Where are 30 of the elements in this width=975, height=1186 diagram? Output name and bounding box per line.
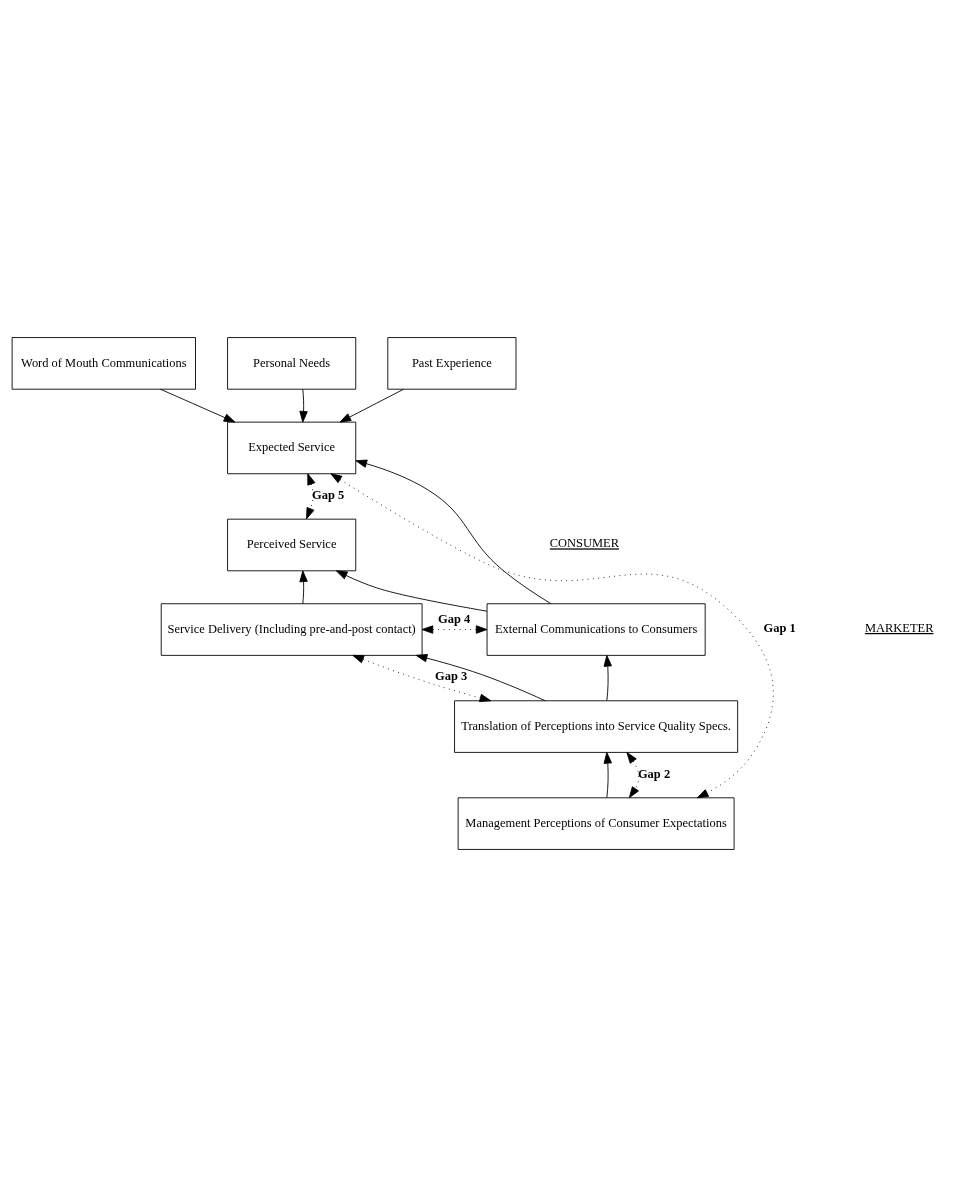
- label: MARKETER: [864, 620, 934, 635]
- arrow: [603, 654, 612, 701]
- arrow: [355, 459, 552, 604]
- arrow: [339, 388, 404, 423]
- arrow: [335, 569, 488, 612]
- edge-label: Gap 4: [438, 611, 471, 626]
- node-box: Personal Needs: [227, 336, 357, 390]
- arrow: [626, 751, 640, 798]
- node-box: Perceived Service: [227, 518, 357, 571]
- node-box: Service Delivery (Including pre-and-post contact): [160, 602, 423, 656]
- edge-label: Gap 5: [312, 487, 345, 502]
- arrow: [159, 388, 236, 422]
- arrow: [421, 624, 488, 634]
- edge-label: Gap 2: [637, 766, 671, 781]
- node-box: External Communications to Consumers: [486, 602, 706, 656]
- arrow: [299, 570, 308, 604]
- label: CONSUMER: [549, 535, 620, 550]
- edge-label: Gap 1: [763, 620, 796, 635]
- arrow: [415, 653, 546, 701]
- arrow: [330, 472, 774, 798]
- node-box: Past Experience: [387, 336, 517, 390]
- node-box: Management Perceptions of Consumer Expectations: [457, 796, 735, 850]
- edge-label: Gap 3: [434, 668, 468, 683]
- arrow: [352, 654, 492, 702]
- node-box: Translation of Perceptions into Service Quality Specs.: [454, 699, 739, 753]
- node-box: Word of Mouth Communications: [11, 336, 196, 390]
- arrow: [299, 388, 308, 423]
- node-box: Expected Service: [227, 421, 357, 474]
- arrow: [306, 472, 316, 519]
- arrow: [603, 751, 612, 798]
